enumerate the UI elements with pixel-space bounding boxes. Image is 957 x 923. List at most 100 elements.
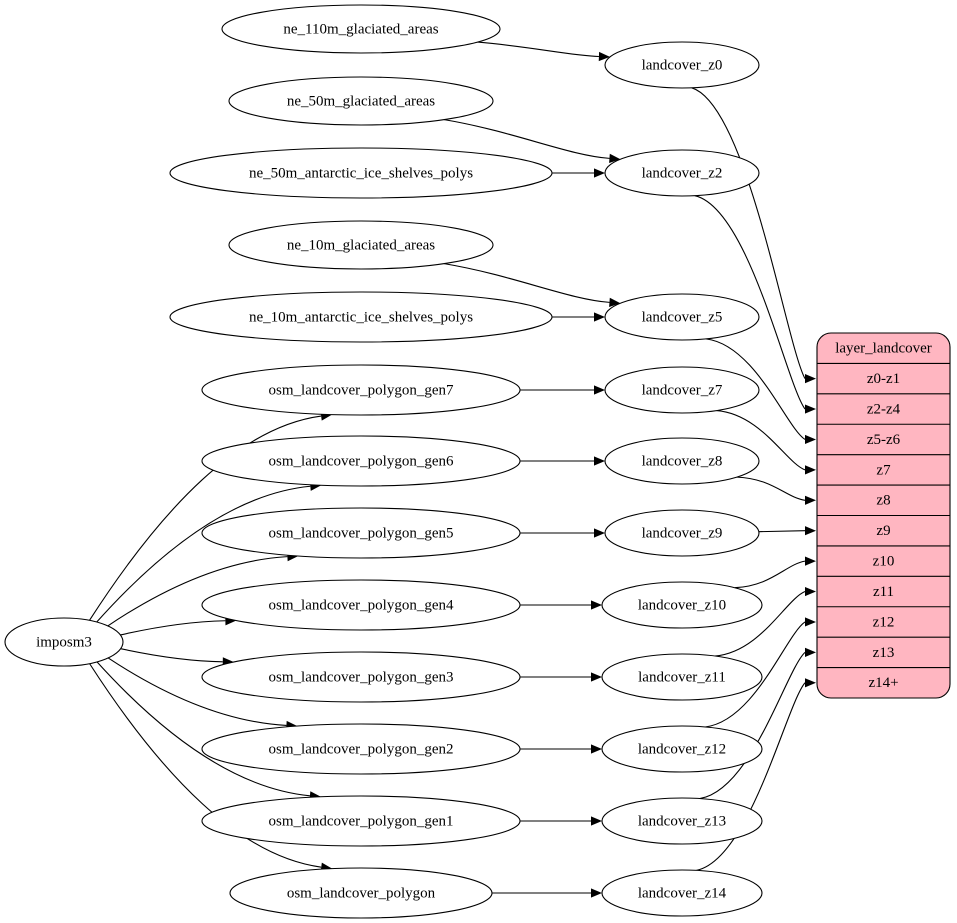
edge-imposm3-to-osm_landcover_polygon_gen5 [107, 556, 288, 627]
node-ellipse [201, 364, 521, 416]
node-label: osm_landcover_polygon_gen7 [269, 382, 454, 398]
source-node-ne_50m_antarctic_ice_shelves_polys[interactable]: ne_50m_antarctic_ice_shelves_polys [169, 147, 553, 199]
table-row-z9[interactable]: z9 [876, 523, 890, 539]
node-ellipse [604, 366, 760, 414]
node-ellipse [228, 76, 494, 126]
table-row-z2-z4[interactable]: z2-z4 [867, 401, 901, 417]
layer-node-landcover_z12[interactable]: landcover_z12 [601, 725, 763, 773]
node-label: landcover_z2 [642, 165, 723, 181]
table-row-z7[interactable]: z7 [876, 462, 891, 478]
edge-arrowhead [805, 678, 816, 688]
table-node-layer_landcover[interactable]: layer_landcoverz0-z1z2-z4z5-z6z7z8z9z10z… [816, 332, 951, 699]
edge-landcover_z11-to-layer_landcover_z11 [714, 591, 806, 657]
edge-arrowhead [594, 168, 605, 178]
edge-imposm3-to-osm_landcover_polygon_gen4 [120, 620, 226, 636]
edge-landcover_z12-to-layer_landcover_z12 [705, 621, 806, 728]
layer-node-landcover_z0[interactable]: landcover_z0 [604, 41, 760, 89]
node-ellipse [604, 41, 760, 89]
table-row-z5-z6[interactable]: z5-z6 [867, 432, 901, 448]
table-row-z10[interactable]: z10 [873, 554, 895, 570]
source-node-osm_landcover_polygon_gen6[interactable]: osm_landcover_polygon_gen6 [201, 435, 521, 487]
nodes-layer: imposm3 ne_110m_glaciated_areas ne_50m_gla… [4, 4, 763, 919]
source-node-osm_landcover_polygon_gen7[interactable]: osm_landcover_polygon_gen7 [201, 364, 521, 416]
layer-node-landcover_z13[interactable]: landcover_z13 [601, 797, 763, 845]
edge-arrowhead [805, 586, 816, 597]
node-ellipse [221, 4, 501, 54]
node-label: ne_50m_antarctic_ice_shelves_polys [249, 165, 473, 181]
layer-node-landcover_z11[interactable]: landcover_z11 [601, 653, 763, 701]
node-ellipse [601, 725, 763, 773]
node-ellipse [601, 869, 763, 917]
edge-arrowhead [805, 495, 816, 505]
layer-node-landcover_z14[interactable]: landcover_z14 [601, 869, 763, 917]
table-node-layer: layer_landcoverz0-z1z2-z4z5-z6z7z8z9z10z… [816, 332, 951, 699]
layer-node-landcover_z9[interactable]: landcover_z9 [604, 509, 760, 557]
layer-node-landcover_z7[interactable]: landcover_z7 [604, 366, 760, 414]
node-label: landcover_z11 [638, 669, 726, 685]
source-node-ne_50m_glaciated_areas[interactable]: ne_50m_glaciated_areas [228, 76, 494, 126]
edge-arrowhead [594, 312, 605, 322]
layer-node-landcover_z8[interactable]: landcover_z8 [604, 437, 760, 485]
edge-arrowhead [805, 647, 816, 657]
node-label: ne_10m_glaciated_areas [287, 237, 435, 253]
node-label: osm_landcover_polygon_gen4 [269, 597, 454, 613]
edge-arrowhead [591, 672, 602, 682]
edge-landcover_z0-to-layer_landcover_z0-z1 [691, 87, 806, 379]
node-label: landcover_z12 [638, 741, 726, 757]
table-row-z11[interactable]: z11 [873, 584, 894, 600]
source-node-ne_10m_glaciated_areas[interactable]: ne_10m_glaciated_areas [228, 220, 494, 270]
table-row-z8[interactable]: z8 [876, 493, 890, 509]
edge-ne_50m_glaciated_areas-to-landcover_z2 [444, 119, 610, 159]
node-ellipse [169, 147, 553, 199]
edge-landcover_z5-to-layer_landcover_z5-z6 [705, 338, 806, 440]
edge-arrowhead [591, 744, 602, 754]
source-node-osm_landcover_polygon[interactable]: osm_landcover_polygon [229, 867, 493, 919]
edge-landcover_z8-to-layer_landcover_z8 [736, 476, 806, 501]
edge-arrowhead [594, 456, 605, 466]
source-node-osm_landcover_polygon_gen2[interactable]: osm_landcover_polygon_gen2 [201, 723, 521, 775]
table-row-z13[interactable]: z13 [873, 645, 895, 661]
source-node-osm_landcover_polygon_gen4[interactable]: osm_landcover_polygon_gen4 [201, 579, 521, 631]
edge-arrowhead [609, 153, 621, 163]
node-label: osm_landcover_polygon [287, 885, 436, 901]
node-label: ne_10m_antarctic_ice_shelves_polys [249, 309, 473, 325]
node-ellipse [201, 651, 521, 703]
source-node-ne_10m_antarctic_ice_shelves_polys[interactable]: ne_10m_antarctic_ice_shelves_polys [169, 291, 553, 343]
layer-node-landcover_z10[interactable]: landcover_z10 [601, 581, 763, 629]
table-row-z0-z1[interactable]: z0-z1 [867, 371, 900, 387]
node-label: osm_landcover_polygon_gen5 [269, 525, 454, 541]
edge-arrowhead [805, 556, 816, 566]
edge-landcover_z10-to-layer_landcover_z10 [734, 560, 806, 589]
source-node-osm_landcover_polygon_gen3[interactable]: osm_landcover_polygon_gen3 [201, 651, 521, 703]
edges-layer [89, 41, 816, 898]
edge-arrowhead [591, 600, 602, 610]
node-label: imposm3 [36, 634, 92, 650]
node-label: landcover_z8 [642, 453, 723, 469]
source-node-ne_110m_glaciated_areas[interactable]: ne_110m_glaciated_areas [221, 4, 501, 54]
table-row-z12[interactable]: z12 [873, 614, 895, 630]
edge-arrowhead [805, 434, 816, 445]
edge-imposm3-to-osm_landcover_polygon_gen6 [96, 485, 311, 623]
node-ellipse [604, 149, 760, 197]
edge-arrowhead [591, 816, 602, 826]
layer-node-landcover_z2[interactable]: landcover_z2 [604, 149, 760, 197]
edge-arrowhead [594, 528, 605, 538]
node-label: osm_landcover_polygon_gen3 [269, 669, 454, 685]
edge-arrowhead [591, 888, 602, 898]
table-row-z14+[interactable]: z14+ [868, 675, 898, 691]
edge-arrowhead [805, 465, 816, 475]
edge-arrowhead [805, 404, 816, 414]
source-node-osm_landcover_polygon_gen1[interactable]: osm_landcover_polygon_gen1 [201, 795, 521, 847]
source-node-imposm3[interactable]: imposm3 [4, 617, 124, 667]
node-ellipse [201, 795, 521, 847]
edge-imposm3-to-osm_landcover_polygon [89, 663, 322, 868]
source-node-osm_landcover_polygon_gen5[interactable]: osm_landcover_polygon_gen5 [201, 507, 521, 559]
node-label: ne_110m_glaciated_areas [283, 21, 438, 37]
edge-arrowhead [598, 51, 610, 62]
edge-arrowhead [805, 526, 816, 536]
edge-imposm3-to-osm_landcover_polygon_gen1 [96, 661, 310, 797]
layer-node-landcover_z5[interactable]: landcover_z5 [604, 293, 760, 341]
edge-landcover_z14-to-layer_landcover_z14_ [696, 682, 806, 871]
